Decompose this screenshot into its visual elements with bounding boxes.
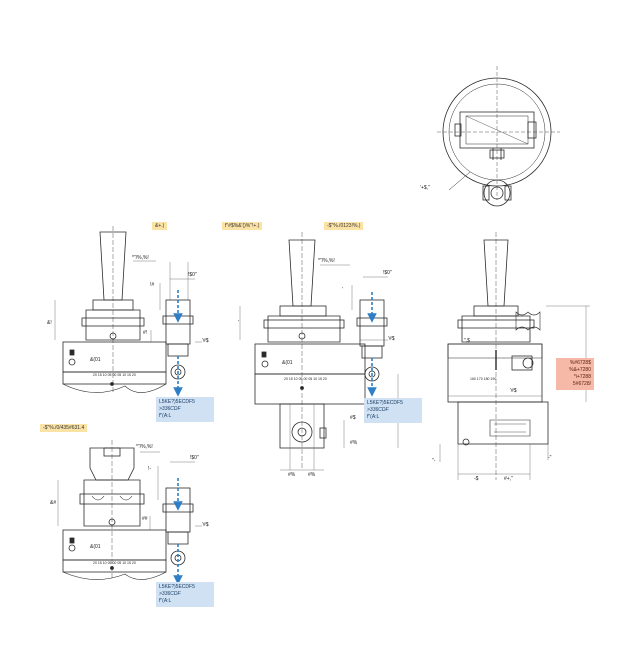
view1-dim-offset: !# — [150, 282, 155, 288]
view1-dim-axis: '#$ — [202, 338, 209, 344]
view2-drawing — [239, 232, 399, 471]
view4-info-line-4: 5#6728/ — [572, 381, 591, 387]
view4-dim-top: ",$ — [464, 338, 470, 344]
view4-dim-width: '#$ — [510, 388, 517, 394]
view2-dim-axis: '#$ — [388, 336, 395, 342]
view3-info-line-1: L5KE?)5ECDF5 — [159, 584, 195, 590]
view2-dim-offset-b: ' — [238, 320, 239, 326]
view3-info-line-2: >336CDF — [159, 591, 181, 597]
view4-info-tag: %#6728$ %&+7280 *i+7288 5#6728/ — [556, 358, 594, 390]
view2-dim-head: !$0" — [383, 270, 392, 276]
view1-info-line-3: f"(A:L — [159, 413, 172, 419]
view1-scale-ticks: 20 15 10 05 00 05 10 15 20 — [93, 373, 136, 377]
view1-info-line-1: L5KE?)5ECDF5 — [159, 399, 195, 405]
detail-view — [437, 66, 560, 207]
view4-info-line-2: %&+7280 — [569, 367, 591, 373]
view2-tag-right: -$"%./0123!%.) — [324, 222, 364, 230]
detail-label: '+$," — [420, 185, 430, 191]
view1-info-tag: L5KE?)5ECDF5 >336CDF f"(A:L — [156, 397, 214, 422]
view1-info-line-2: >336CDF — [159, 406, 181, 412]
view4-drawing — [439, 232, 590, 480]
view4-info-line-1: %#6728$ — [569, 360, 591, 366]
view3-dim-head: !$0" — [190, 455, 199, 461]
view4-scale-ticks: 160 170 180 190 — [470, 377, 497, 381]
view1-brand-mark: &(01 — [90, 357, 101, 363]
view3-dim-axis: '#$ — [202, 522, 209, 528]
view4-dim-left: "- — [432, 458, 436, 464]
view2-brand-mark: &(01 — [282, 360, 293, 366]
view2-dim-lower: #% — [350, 440, 358, 446]
view3-dim-height: &# — [50, 500, 57, 506]
view3-dim-body: ## — [142, 516, 148, 522]
view2-info-line-2: >336CDF — [367, 407, 389, 413]
view2-info-line-1: L5KE?)5ECDF5 — [367, 400, 403, 406]
view3-top-tag: -$"%./0/435#631.4 — [40, 424, 88, 432]
view2-scale-ticks: 20 15 10 05 00 05 10 15 20 — [284, 377, 327, 381]
view3-info-tag: L5KE?)5ECDF5 >336CDF f"(A:L — [156, 582, 214, 607]
view2-info-line-3: f"(A:L — [367, 414, 380, 420]
view3-dim-flange: *"/%,%! — [136, 444, 153, 450]
view2-info-tag: L5KE?)5ECDF5 >336CDF f"(A:L — [364, 398, 422, 423]
view4-dim-bottom-left: -$ — [474, 476, 479, 482]
view3-scale-ticks: 20 15 10 05 00 05 10 15 20 — [93, 561, 136, 565]
view2-dim-offset-a: ' — [342, 287, 343, 293]
view2-dim-bottom-left: #% — [288, 472, 296, 478]
view3-drawing — [57, 440, 202, 580]
view3-dim-offset: !- — [148, 466, 152, 472]
view1-dim-body: #! — [143, 330, 148, 336]
view2-dim-flange: *"/%,%! — [318, 258, 335, 264]
view2-tag-left: f"#$%&'()%"!+.) — [222, 222, 263, 230]
view2-dim-bottom-right: #% — [308, 472, 316, 478]
view1-top-tag: &+.) — [152, 222, 168, 230]
view1-dim-height: &! — [47, 320, 52, 326]
view4-info-line-3: *i+7288 — [573, 374, 591, 380]
view1-dim-flange: *"/%,%! — [132, 255, 149, 261]
view1-drawing — [54, 226, 202, 393]
view3-brand-mark: &(01 — [90, 544, 101, 550]
view2-dim-side: #$ — [350, 415, 356, 421]
view1-dim-head: !$0" — [188, 272, 197, 278]
view4-dim-right: -" — [548, 455, 552, 461]
view3-info-line-3: f"(A:L — [159, 598, 172, 604]
view4-dim-bottom-right: #+," — [504, 476, 513, 482]
